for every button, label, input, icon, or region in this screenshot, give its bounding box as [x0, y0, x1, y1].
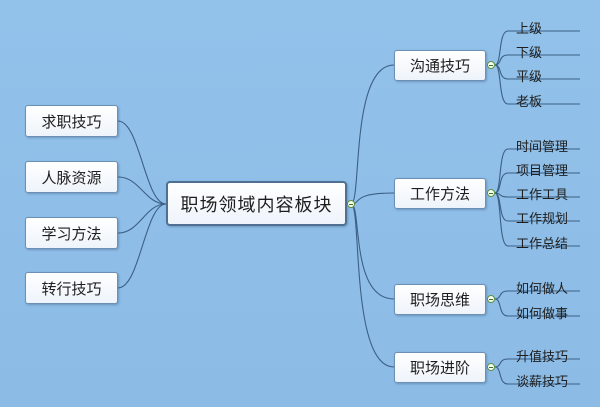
connector-main-1 [350, 192, 395, 205]
leaf-project-management[interactable]: 项目管理 [516, 164, 569, 179]
connector-left-0 [117, 120, 167, 205]
connector-leaf-1-1 [494, 172, 580, 194]
left-topic-label: 学习方法 [41, 224, 102, 243]
right-topic-workplace-thinking[interactable]: 职场思维 [394, 284, 486, 315]
connector-leaf-1-0 [494, 148, 580, 194]
connector-left-1 [117, 176, 167, 205]
connector-main-3 [350, 203, 395, 368]
left-topic-career-change[interactable]: 转行技巧 [25, 272, 118, 304]
collapse-toggle-workplace-thinking[interactable] [487, 295, 495, 303]
connector-left-3 [117, 203, 167, 289]
connector-leaf-0-1 [494, 54, 580, 66]
leaf-promotion-tips[interactable]: 升值技巧 [516, 350, 569, 365]
leaf-work-summary[interactable]: 工作总结 [516, 237, 569, 252]
right-topic-communication[interactable]: 沟通技巧 [394, 50, 486, 81]
leaf-superior[interactable]: 上级 [516, 22, 543, 37]
left-topic-label: 求职技巧 [41, 112, 102, 131]
leaf-work-planning[interactable]: 工作规划 [516, 212, 569, 227]
connector-leaf-2-1 [494, 298, 580, 317]
connector-leaf-3-0 [494, 358, 580, 368]
leaf-how-to-behave[interactable]: 如何做人 [516, 282, 569, 297]
left-topic-learning[interactable]: 学习方法 [25, 217, 118, 249]
collapse-toggle-center[interactable] [347, 200, 355, 208]
leaf-boss[interactable]: 老板 [516, 95, 543, 110]
connector-leaf-0-0 [494, 30, 580, 66]
leaf-peer[interactable]: 平级 [516, 70, 543, 85]
central-topic[interactable]: 职场领域内容板块 [166, 181, 347, 226]
central-topic-label: 职场领域内容板块 [180, 194, 333, 216]
right-topic-career-advance[interactable]: 职场进阶 [394, 352, 486, 383]
right-topic-label: 工作方法 [409, 185, 470, 203]
connector-leaf-3-1 [494, 366, 580, 385]
right-topic-label: 职场思维 [409, 291, 470, 309]
leaf-time-management[interactable]: 时间管理 [516, 140, 569, 155]
collapse-toggle-work-methods[interactable] [487, 189, 495, 197]
connector-leaf-2-0 [494, 290, 580, 300]
leaf-how-to-work[interactable]: 如何做事 [516, 307, 569, 322]
leaf-subordinate[interactable]: 下级 [516, 46, 543, 61]
collapse-toggle-communication[interactable] [487, 61, 495, 69]
leaf-work-tools[interactable]: 工作工具 [516, 188, 569, 203]
connector-left-2 [117, 203, 167, 234]
collapse-toggle-career-advance[interactable] [487, 363, 495, 371]
right-topic-label: 职场进阶 [409, 359, 470, 377]
left-topic-jobhunt[interactable]: 求职技巧 [25, 105, 118, 137]
leaf-salary-negotiation[interactable]: 谈薪技巧 [516, 375, 569, 390]
left-topic-network[interactable]: 人脉资源 [25, 161, 118, 193]
left-topic-label: 转行技巧 [41, 279, 102, 298]
connector-main-0 [350, 64, 395, 205]
right-topic-label: 沟通技巧 [409, 57, 470, 75]
left-topic-label: 人脉资源 [41, 168, 102, 187]
connector-leaf-1-4 [494, 192, 580, 247]
right-topic-work-methods[interactable]: 工作方法 [394, 178, 486, 209]
connector-leaf-0-3 [494, 64, 580, 105]
